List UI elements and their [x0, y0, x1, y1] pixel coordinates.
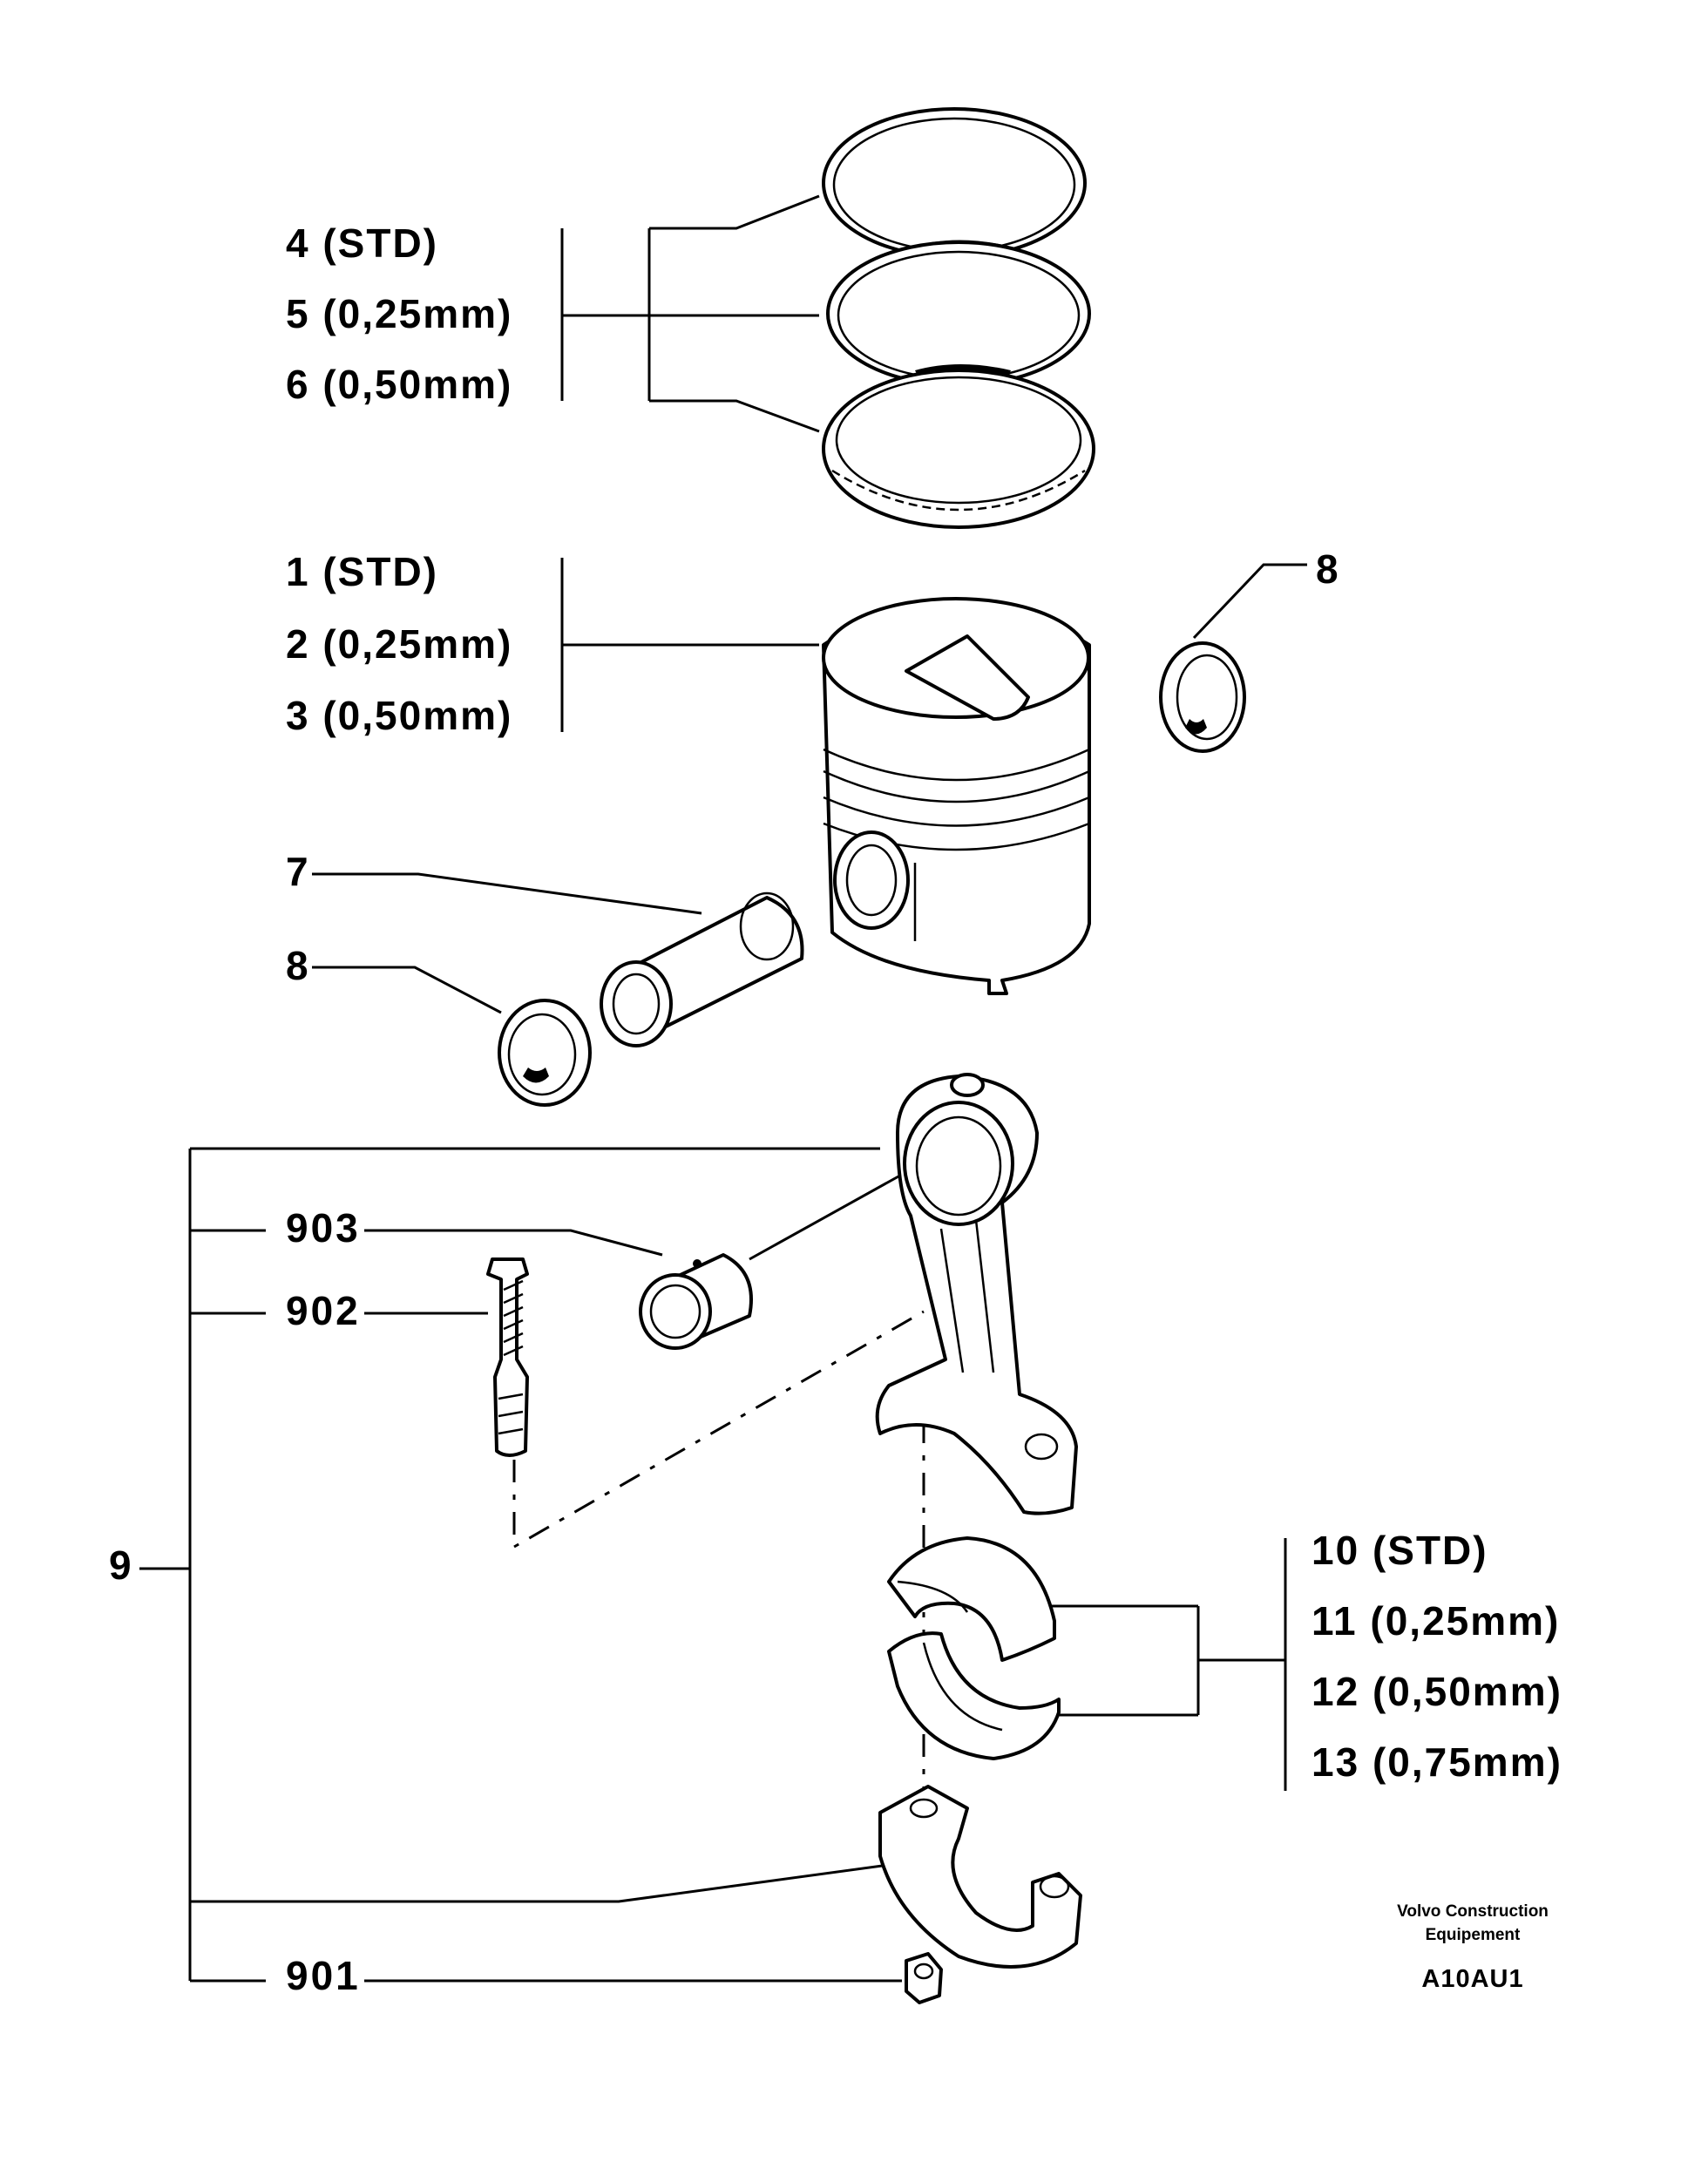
leader-lines [139, 194, 1307, 1983]
connecting-rod [875, 1073, 1078, 1515]
label-bolt: 902 [286, 1288, 361, 1333]
piston-pin [600, 891, 804, 1047]
label-circlip-left: 8 [286, 943, 311, 988]
rod-nut [905, 1952, 943, 2004]
circlip-right [1159, 641, 1246, 753]
brand-line-2: Equipement [1426, 1926, 1521, 1944]
oil-control-ring [822, 369, 1095, 529]
label-bearing-025: 11 (0,25mm) [1312, 1598, 1560, 1644]
label-bearing-std: 10 (STD) [1312, 1528, 1488, 1573]
circlip-left [498, 999, 592, 1107]
rod-bolt [486, 1257, 529, 1457]
label-rod-assembly: 9 [109, 1542, 134, 1588]
small-end-bushing [639, 1253, 753, 1350]
piston-ring-top [822, 107, 1087, 259]
label-piston-std: 1 (STD) [286, 549, 438, 594]
label-ring-std: 4 (STD) [286, 220, 438, 266]
label-bearing-050: 12 (0,50mm) [1312, 1669, 1562, 1714]
label-bearing-075: 13 (0,75mm) [1312, 1739, 1562, 1785]
label-piston-025: 2 (0,25mm) [286, 621, 512, 667]
label-circlip-right: 8 [1316, 546, 1341, 592]
label-nut: 901 [286, 1953, 361, 1998]
label-bushing: 903 [286, 1205, 361, 1251]
label-pin: 7 [286, 849, 311, 894]
brand-line-1: Volvo Construction [1397, 1902, 1549, 1921]
bearing-shell-upper [887, 1536, 1056, 1662]
piston [822, 597, 1091, 995]
drawing-code: A10AU1 [1421, 1965, 1523, 1993]
rod-cap [878, 1785, 1082, 1969]
label-piston-050: 3 (0,50mm) [286, 693, 512, 738]
piston-ring-middle [826, 241, 1091, 387]
bearing-shell-lower [887, 1631, 1061, 1760]
label-ring-050: 6 (0,50mm) [286, 362, 512, 407]
label-ring-025: 5 (0,25mm) [286, 291, 512, 336]
